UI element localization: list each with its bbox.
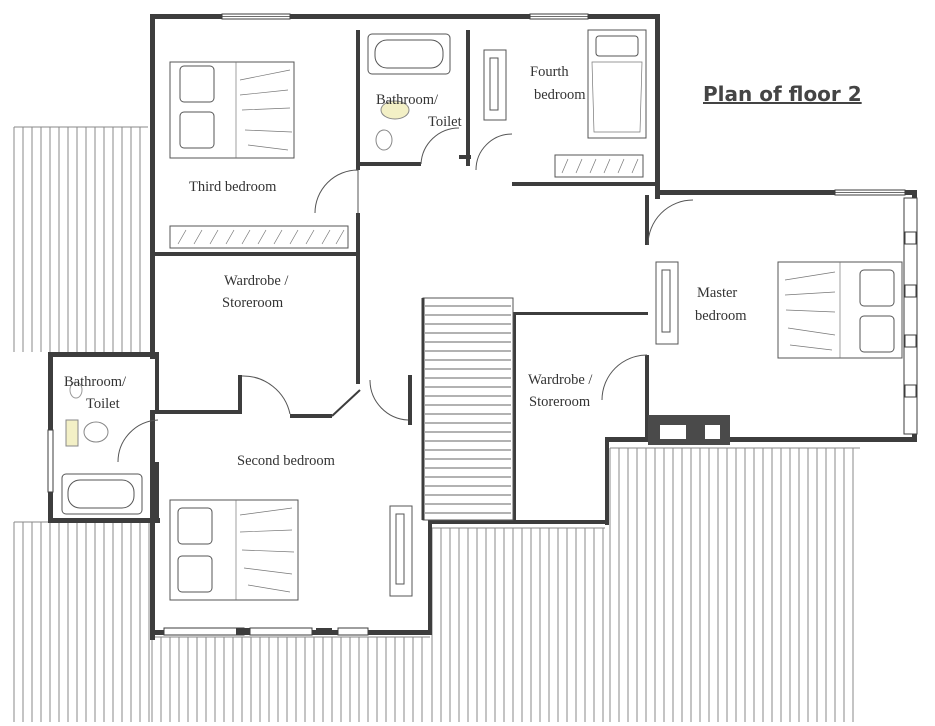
bed-master-bedroom	[777, 261, 903, 359]
staircase	[421, 297, 514, 521]
wardrobe-third-bedroom	[169, 225, 349, 249]
label-second-bedroom: Second bedroom	[237, 453, 336, 469]
label-fourth-bedroom-line1: Fourth	[530, 64, 569, 80]
bed-third-bedroom	[169, 61, 295, 159]
wardrobe-fourth-bedroom	[554, 154, 644, 178]
label-master-bedroom-line1: Master	[697, 285, 737, 301]
toilet-top	[375, 100, 410, 151]
deck-bottom-left	[13, 521, 430, 722]
label-bathroom-top-line1: Bathroom/	[376, 92, 439, 108]
windows	[47, 13, 918, 636]
label-wardrobe-right-line1: Wardrobe /	[528, 372, 593, 388]
deck-left	[13, 126, 148, 352]
label-wardrobe-right-line2: Storeroom	[529, 394, 591, 410]
label-wardrobe-left-line2: Storeroom	[222, 295, 284, 311]
interior-walls	[155, 30, 658, 522]
bed-fourth-bedroom	[587, 29, 647, 139]
label-bathroom-left-line1: Bathroom/	[64, 374, 127, 390]
plan-title: Plan of floor 2	[703, 82, 862, 106]
label-third-bedroom: Third bedroom	[189, 179, 277, 195]
desk-fourth-bedroom	[483, 49, 507, 121]
label-master-bedroom-line2: bedroom	[695, 308, 747, 324]
desk-second-bedroom	[389, 505, 413, 597]
toilet-left	[65, 381, 109, 447]
label-fourth-bedroom-line2: bedroom	[534, 87, 586, 103]
bathtub-left	[61, 473, 143, 515]
fireplace	[648, 415, 730, 445]
bathtub-top	[367, 33, 451, 75]
deck-bottom-right	[431, 447, 860, 722]
label-bathroom-top-line2: Toilet	[428, 114, 462, 130]
label-bathroom-left-line2: Toilet	[86, 396, 120, 412]
desk-master-bedroom	[655, 261, 679, 345]
label-wardrobe-left-line1: Wardrobe /	[224, 273, 289, 289]
bed-second-bedroom	[169, 499, 299, 601]
doors	[117, 127, 694, 463]
